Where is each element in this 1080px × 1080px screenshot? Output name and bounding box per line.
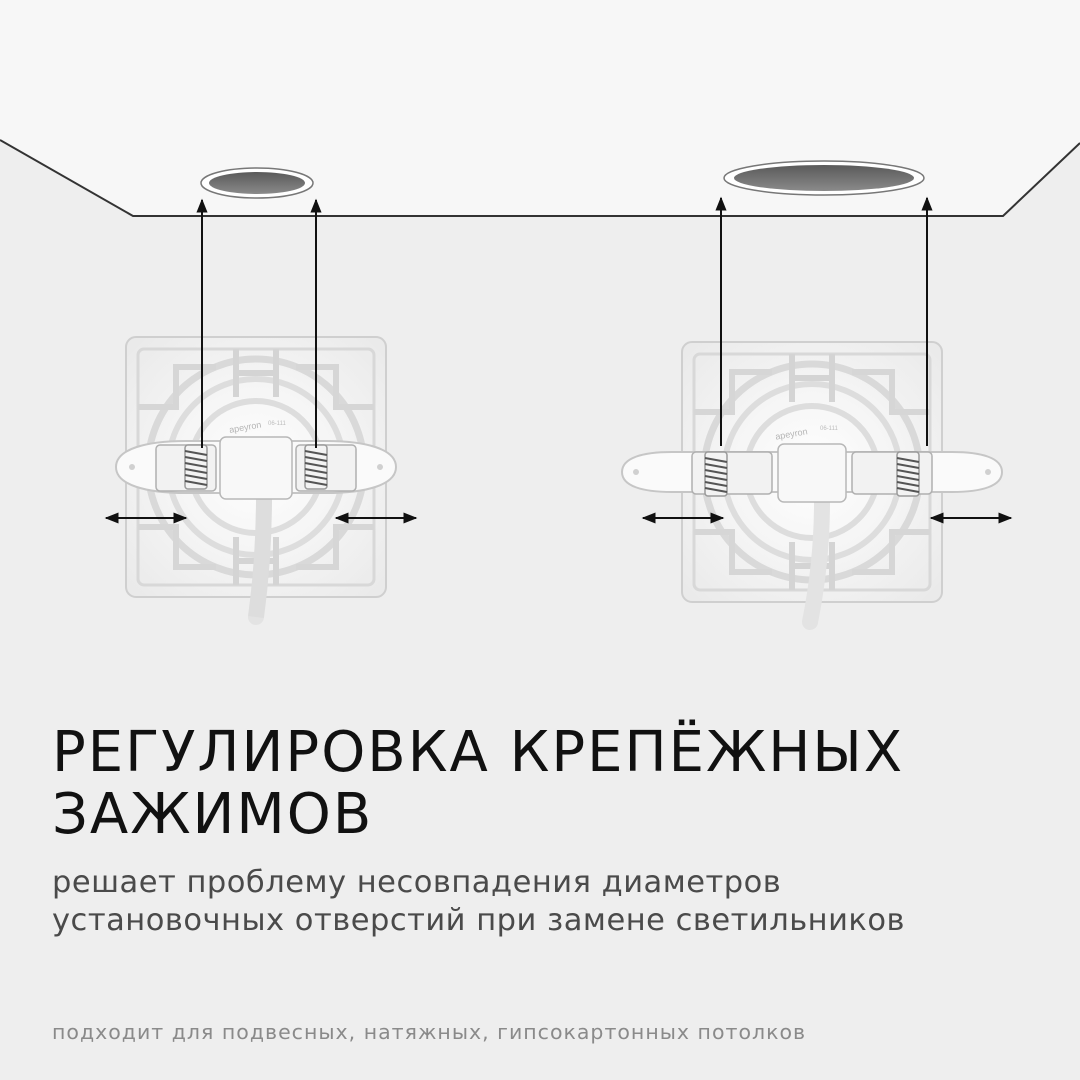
headline-line-2: ЗАЖИМОВ: [52, 782, 374, 847]
ceiling-hole-small-icon: [200, 167, 314, 199]
ceiling-hole-large-icon: [723, 160, 925, 196]
panel-model-label-left: 06-111: [268, 421, 286, 427]
mounting-clip-right: [620, 443, 1004, 503]
ceiling-edge: [0, 139, 1080, 217]
led-panel-left: apeyron 06-111: [114, 337, 398, 625]
subheadline-line-1: решает проблему несовпадения диаметров: [52, 865, 782, 900]
up-arrows-right: [715, 196, 933, 446]
subheadline: решает проблему несовпадения диаметров у…: [52, 864, 905, 940]
led-panel-right: apeyron 06-111: [620, 342, 1004, 630]
mounting-clip-left: [114, 436, 398, 500]
panel-model-label-right: 06-111: [820, 426, 838, 432]
footer-note: подходит для подвесных, натяжных, гипсок…: [52, 1020, 807, 1044]
headline-line-1: РЕГУЛИРОВКА КРЕПЁЖНЫХ: [52, 720, 905, 785]
headline: РЕГУЛИРОВКА КРЕПЁЖНЫХ ЗАЖИМОВ: [52, 722, 904, 846]
installation-illustration: apeyron 06-111 apeyron 06-111: [0, 139, 1080, 630]
up-arrows-left: [196, 198, 322, 448]
subheadline-line-2: установочных отверстий при замене светил…: [52, 903, 905, 938]
